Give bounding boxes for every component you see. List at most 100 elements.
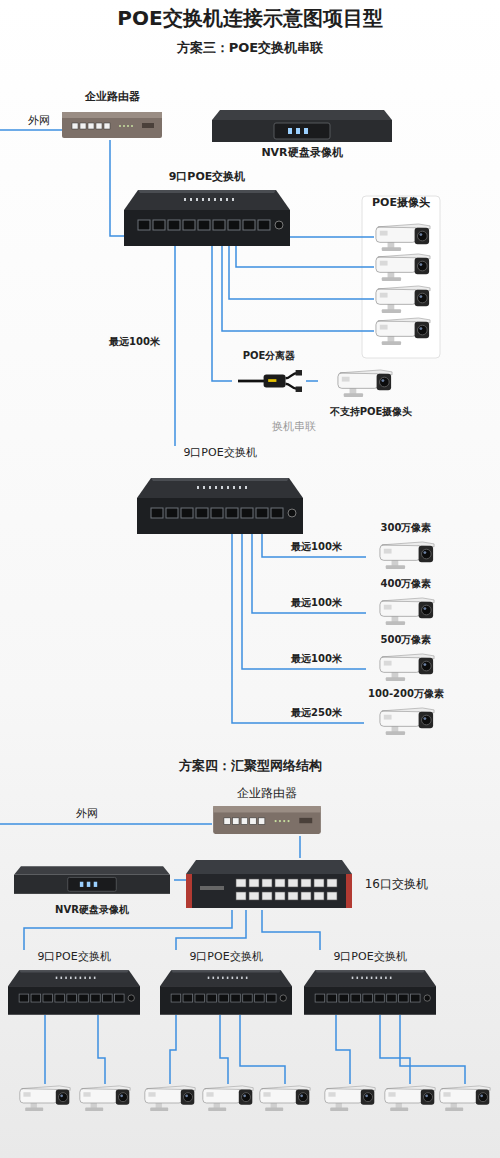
camera-icon <box>145 1086 195 1111</box>
nvr-icon <box>212 110 392 142</box>
nvr-icon <box>14 866 170 894</box>
ip-camera: 400万像素 <box>366 578 446 630</box>
nvr-recorder: NVR硬盘录像机 <box>10 864 174 916</box>
camera-wire <box>229 246 374 299</box>
switch-icon <box>304 970 436 1015</box>
switch-icon <box>124 190 290 246</box>
network-cable <box>232 534 364 723</box>
network-cable <box>174 246 176 446</box>
ip-camera: 100-200万像素 <box>364 688 448 740</box>
distance-label: 最远100米 <box>290 653 343 666</box>
ip-camera: 500万像素 <box>366 634 446 686</box>
poe-switch: 9口POE交换机 <box>160 950 292 1016</box>
camera-icon <box>440 1086 490 1111</box>
node-label: 9口POE交换机 <box>169 170 246 184</box>
wan-wire <box>0 129 62 131</box>
switch-icon <box>160 970 292 1015</box>
poe-switch: 9口POE交换机 <box>304 950 436 1016</box>
network-cable <box>110 140 124 236</box>
distance-label: 最远100米 <box>290 541 343 554</box>
camera-wire <box>222 246 374 331</box>
network-cable <box>262 534 366 557</box>
poe-switch: 9口POE交换机 <box>8 950 140 1016</box>
non-poe-camera: 不支持POE摄像头 <box>318 364 424 418</box>
router-device: 企业路由器 <box>206 786 328 836</box>
node-label: POE分离器 <box>243 350 296 363</box>
switch-16-port: 16口交换机 <box>186 858 428 910</box>
page-title: POE交换机连接示意图项目型 <box>0 6 500 31</box>
node-label: 9口POE交换机 <box>37 950 110 964</box>
switch-icon <box>137 478 303 534</box>
camera-icon <box>203 1086 253 1111</box>
camera-wire <box>220 1015 228 1084</box>
node-label: 9口POE交换机 <box>333 950 406 964</box>
camera-wire <box>98 1015 105 1084</box>
camera-wire <box>400 1015 465 1084</box>
splitter-icon <box>238 370 302 392</box>
camera-icon <box>20 1086 70 1111</box>
router-icon <box>213 806 321 834</box>
ip-camera: 300万像素 <box>366 522 446 574</box>
camera-icon <box>380 654 434 681</box>
camera-icon <box>376 318 430 345</box>
distance-label: 最远100米 <box>108 336 161 349</box>
camera-group: POE摄像头 <box>362 196 440 358</box>
network-cable <box>176 910 246 950</box>
router-icon <box>62 112 162 138</box>
camera-icon <box>380 598 434 625</box>
network-cable <box>242 534 366 669</box>
node-label: 100-200万像素 <box>368 688 444 701</box>
camera-icon <box>338 370 392 397</box>
camera-icon <box>80 1086 130 1111</box>
camera-wire <box>240 1015 285 1084</box>
network-cable <box>174 879 186 881</box>
camera-wire <box>336 1015 350 1084</box>
network-cable <box>252 534 366 613</box>
node-label: POE摄像头 <box>372 196 430 210</box>
wan-label: 外网 <box>76 807 98 821</box>
camera-icon <box>380 708 434 735</box>
switch-icon <box>186 860 352 908</box>
network-cable <box>24 910 232 950</box>
camera-panel <box>362 196 440 358</box>
camera-wire <box>290 236 374 238</box>
node-label: 300万像素 <box>381 522 432 535</box>
section-heading: 方案四：汇聚型网络结构 <box>0 758 500 774</box>
camera-wire <box>236 246 374 267</box>
watermark: 换机串联 <box>272 420 316 434</box>
router-device: 企业路由器 <box>58 90 166 140</box>
network-cable <box>212 246 232 381</box>
camera-icon <box>376 254 430 281</box>
camera-icon <box>385 1086 435 1111</box>
network-cable <box>262 910 320 950</box>
camera-icon <box>376 224 430 251</box>
wan-label: 外网 <box>28 114 50 128</box>
network-cable <box>306 380 318 382</box>
node-label: 500万像素 <box>381 634 432 647</box>
switch-icon <box>8 970 140 1015</box>
node-label: 企业路由器 <box>85 90 140 104</box>
node-label: NVR硬盘录像机 <box>55 904 129 917</box>
camera-icon <box>376 286 430 313</box>
camera-wire <box>170 1015 176 1084</box>
poe-splitter: POE分离器 <box>232 350 306 398</box>
node-label: 9口POE交换机 <box>189 950 262 964</box>
camera-icon <box>325 1086 375 1111</box>
network-cable <box>299 836 301 858</box>
section-heading: 方案三：POE交换机串联 <box>0 40 500 56</box>
camera-wire <box>44 1015 46 1084</box>
node-label: 企业路由器 <box>237 786 297 801</box>
node-label: 9口POE交换机 <box>183 446 256 460</box>
distance-label: 最远250米 <box>290 707 343 720</box>
camera-icon <box>380 542 434 569</box>
nvr-recorder: NVR硬盘录像机 <box>212 108 392 160</box>
poe-switch: 9口POE交换机 <box>124 170 290 246</box>
distance-label: 最远100米 <box>290 597 343 610</box>
camera-icon <box>260 1086 310 1111</box>
wan-wire <box>0 823 212 825</box>
node-label: NVR硬盘录像机 <box>261 146 342 160</box>
wires <box>0 130 465 1084</box>
node-label: 不支持POE摄像头 <box>330 406 413 419</box>
camera-wire <box>380 1015 410 1084</box>
node-label: 16口交换机 <box>365 877 428 892</box>
